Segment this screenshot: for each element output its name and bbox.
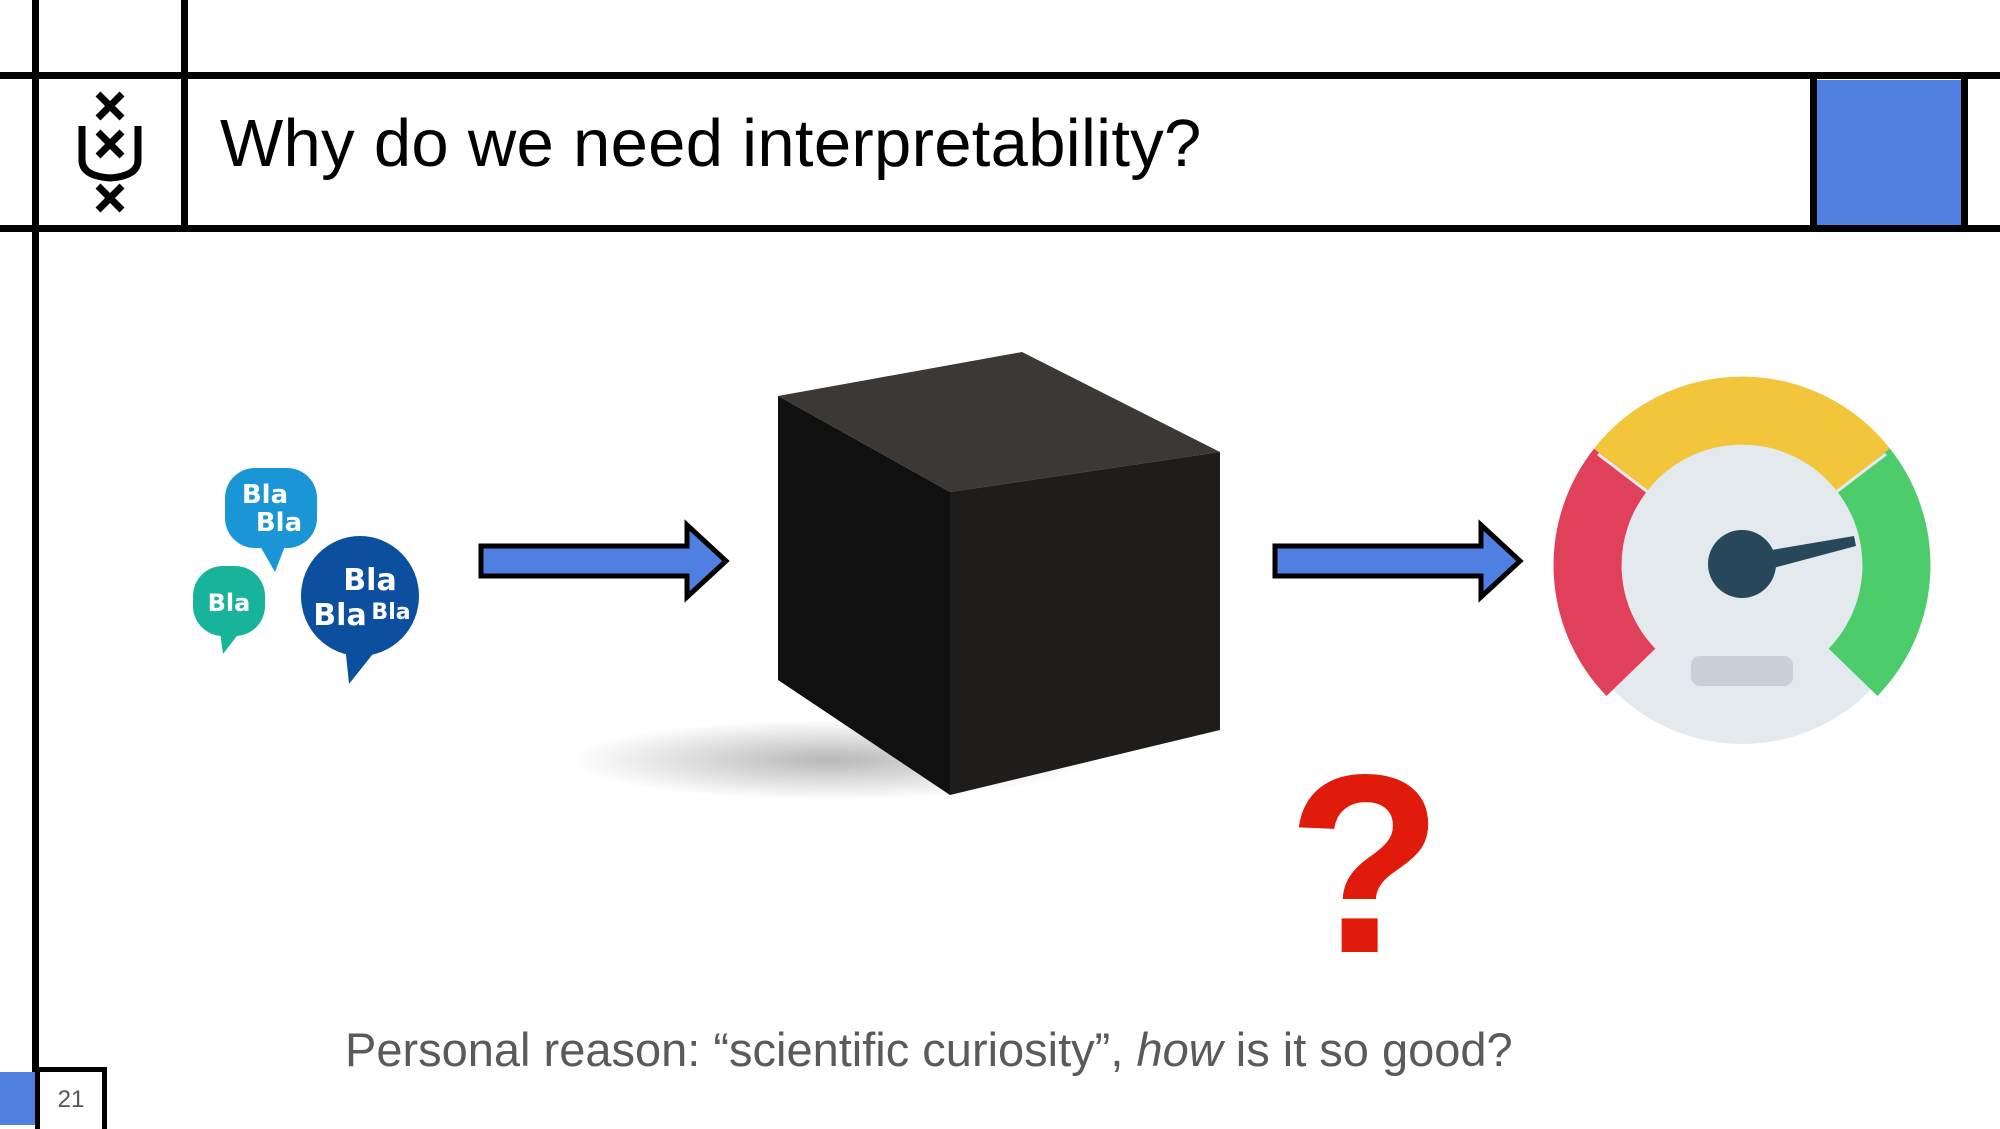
bubble-3-word-3: Bla [371, 600, 410, 625]
bubble-1-word-2: Bla [256, 508, 302, 538]
output-arrow-icon [1272, 519, 1524, 603]
caption-suffix: is it so good? [1222, 1023, 1513, 1076]
frame-left-line [32, 0, 39, 1125]
frame-right-line-2 [1961, 72, 1968, 232]
page-accent-block [0, 1072, 36, 1125]
page-number-box: 21 [35, 1067, 107, 1129]
bubble-3-word-2: Bla [313, 598, 366, 633]
caption-emphasis: how [1136, 1023, 1223, 1076]
caption-prefix: Personal reason: “scientific curiosity”, [345, 1023, 1137, 1076]
frame-right-line-1 [1810, 72, 1817, 232]
university-logo [78, 91, 142, 213]
header-accent-square [1817, 80, 1961, 225]
question-mark-glyph: ? [1287, 722, 1443, 1007]
bubble-2-word-1: Bla [208, 589, 251, 617]
bubble-1-word-1: Bla [242, 480, 288, 510]
question-mark-icon: ? [1287, 722, 1443, 1007]
page-number: 21 [57, 1086, 85, 1113]
frame-header-bottom-line [0, 225, 2000, 232]
speech-bubbles-icon: Bla Bla Bla Bla Bla Bla [193, 468, 419, 684]
slide-title: Why do we need interpretability? [220, 106, 1202, 181]
black-box-cube-icon [570, 352, 1220, 800]
speedometer-gauge-icon [1553, 376, 1931, 744]
frame-logo-divider [181, 0, 188, 232]
frame-top-line [0, 72, 2000, 79]
slide-caption: Personal reason: “scientific curiosity”,… [345, 1022, 1513, 1077]
input-arrow-icon [478, 519, 730, 603]
bubble-3-word-1: Bla [343, 563, 396, 598]
